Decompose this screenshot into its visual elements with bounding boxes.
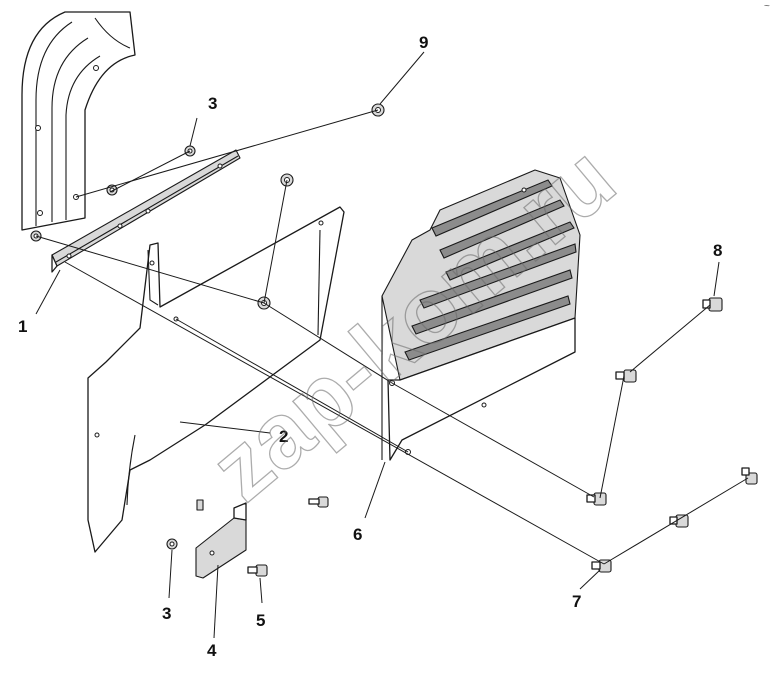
bolt-7-upper	[741, 467, 758, 485]
callout-3-lower: 3	[162, 604, 171, 623]
part-4-small-bracket	[195, 502, 247, 579]
part-1-bracket-rail	[51, 149, 241, 273]
callout-1: 1	[18, 317, 27, 336]
callout-7: 7	[572, 592, 581, 611]
callout-5: 5	[256, 611, 265, 630]
callout-9: 9	[419, 33, 428, 52]
bolt-8-lower	[586, 492, 607, 506]
bolt-8-middle	[615, 369, 637, 383]
bolt-5	[247, 564, 268, 577]
part-2-mudflap	[87, 206, 345, 553]
bolt-upper-center	[308, 496, 329, 508]
callout-6: 6	[353, 525, 362, 544]
fender-frame	[21, 11, 136, 231]
bolt-small-left	[196, 499, 204, 511]
bolt-7-lower	[591, 559, 612, 573]
bolt-7-middle	[669, 514, 689, 528]
callout-3-upper: 3	[208, 94, 217, 113]
assembly-lines	[35, 109, 749, 565]
callout-2: 2	[279, 427, 288, 446]
callout-8: 8	[713, 241, 722, 260]
corner-mark: ~	[764, 1, 770, 12]
nut-3-lower	[166, 538, 178, 550]
callout-4: 4	[207, 641, 217, 660]
callout-leaders	[35, 51, 720, 639]
part-6-step-plate	[381, 169, 581, 461]
